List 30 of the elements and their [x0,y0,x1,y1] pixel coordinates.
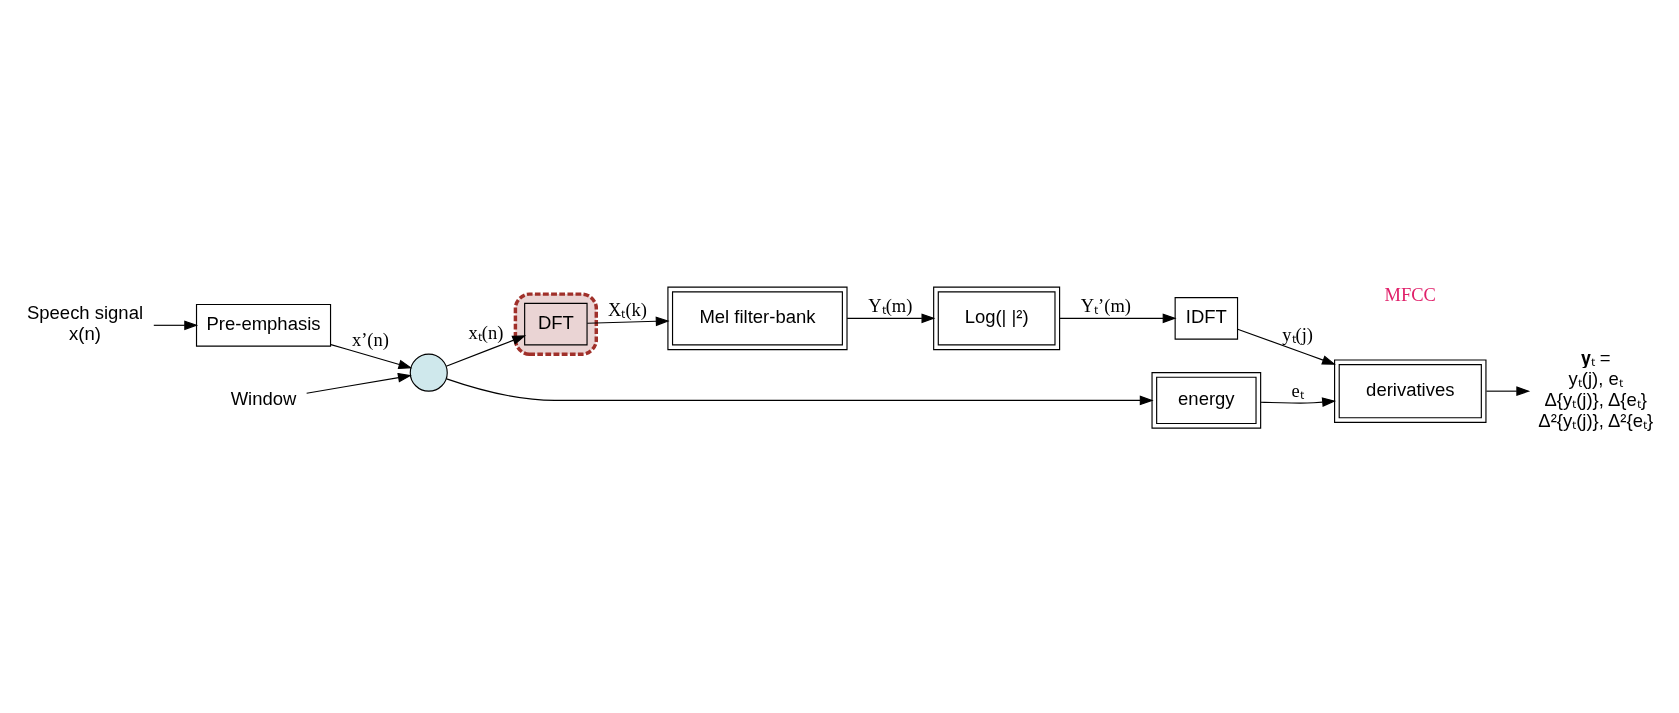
arrow [586,316,670,327]
edge-label: Yₜ’(m) [1080,296,1131,317]
arrow [445,335,527,367]
arrow [1485,386,1531,397]
node-box: Mel filter-bank [667,286,848,351]
edge-label: eₜ [1291,380,1304,401]
arrow [330,344,413,370]
arrow [446,378,1154,406]
arrow [153,320,199,331]
edge-label: yₜ(j) [1282,325,1313,346]
node-text: Speech signal x(n) [27,302,144,345]
arrow [1260,397,1337,407]
label: MFCC [1384,284,1436,305]
node-box: IDFT [1174,297,1239,340]
edge-label: Xₜ(k) [608,299,647,320]
node-circle [409,353,448,392]
node-box: derivatives [1334,359,1487,423]
node-box: Pre-emphasis [195,303,332,347]
arrow [1059,313,1177,324]
arrow [306,372,412,394]
arrow [846,313,936,324]
node-box: DFT [524,302,588,346]
node-text: 𝐲ₜ = yₜ(j), eₜ Δ{yₜ(j)}, Δ{eₜ} Δ²{yₜ(j)}, Δ²{eₜ} [1538,347,1654,431]
node-text: Window [230,387,297,409]
arrow [1237,328,1336,365]
node-box: energy [1151,372,1262,429]
node-box: Log(| |²) [933,286,1061,351]
edge-label: x’(n) [351,329,389,350]
edge-label: Yₜ(m) [868,296,913,317]
edge-label: xₜ(n) [468,322,504,343]
